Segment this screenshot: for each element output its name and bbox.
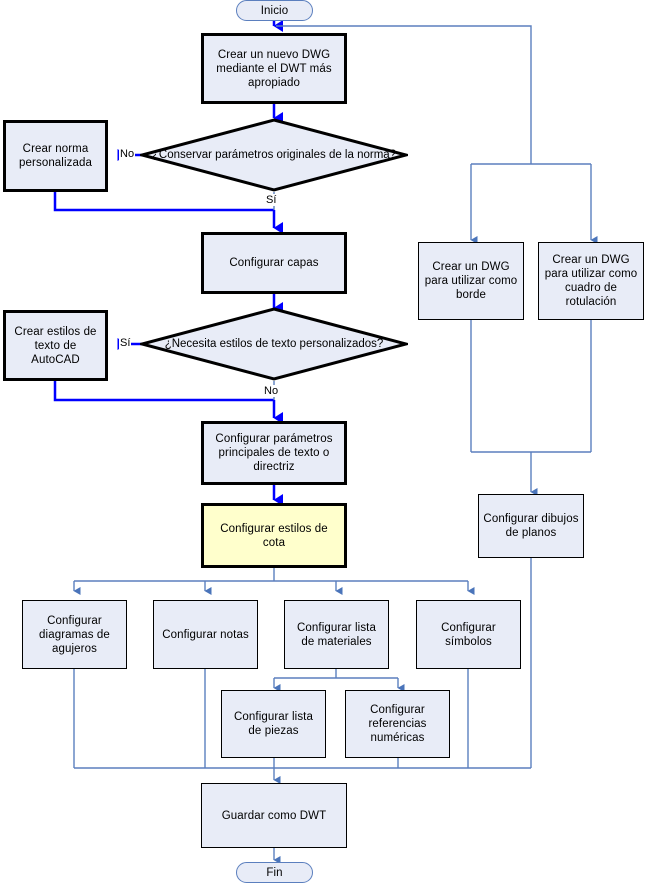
decision-texto-shape: [140, 307, 408, 381]
node-create-dwg[interactable]: Crear un nuevo DWG mediante el DWT más a…: [201, 33, 347, 104]
wire-estilostexto-rejoin: [53, 381, 274, 402]
node-config-lista-piezas[interactable]: Configurar lista de piezas: [221, 690, 326, 758]
node-create-dwg-label: Crear un nuevo DWG mediante el DWT más a…: [216, 48, 332, 89]
node-decision-norma-label: ¿Conservar parámetros originales de la n…: [151, 148, 397, 161]
wire-materiales-fanout: [273, 669, 405, 692]
node-decision-norma[interactable]: ¿Conservar parámetros originales de la n…: [140, 118, 408, 192]
node-config-simbolos[interactable]: Configurar símbolos: [416, 600, 521, 669]
node-config-dibujos-planos-label: Configurar dibujos de planos: [483, 513, 579, 539]
node-decision-texto-label: ¿Necesita estilos de texto personalizado…: [164, 337, 384, 350]
node-config-param-texto-label: Configurar parámetros principales de tex…: [215, 433, 333, 473]
node-config-diagramas[interactable]: Configurar diagramas de agujeros: [22, 600, 127, 669]
node-config-param-texto[interactable]: Configurar parámetros principales de tex…: [201, 421, 347, 485]
wire-cota-fanout: [73, 568, 475, 595]
node-dwg-borde[interactable]: Crear un DWG para utilizar como borde: [418, 242, 524, 320]
decision-norma-shape: [140, 118, 408, 192]
node-configurar-capas-label: Configurar capas: [229, 257, 319, 269]
node-configurar-capas[interactable]: Configurar capas: [201, 232, 347, 294]
node-config-notas[interactable]: Configurar notas: [153, 600, 258, 669]
node-decision-texto[interactable]: ¿Necesita estilos de texto personalizado…: [140, 307, 408, 381]
node-crear-estilos-texto[interactable]: Crear estilos de texto de AutoCAD: [3, 310, 108, 381]
node-config-estilos-cota[interactable]: Configurar estilos de cota: [201, 503, 347, 568]
node-dwg-rotulacion-label: Crear un DWG para utilizar como cuadro d…: [544, 254, 638, 308]
node-dwg-borde-label: Crear un DWG para utilizar como borde: [424, 261, 518, 301]
node-dwg-rotulacion[interactable]: Crear un DWG para utilizar como cuadro d…: [538, 242, 644, 320]
wire-dwgboxes-merge: [470, 320, 592, 496]
edge-label-texto-no: No: [263, 385, 280, 397]
node-end-label: Fin: [266, 866, 283, 879]
node-config-estilos-cota-label: Configurar estilos de cota: [220, 522, 328, 549]
node-config-notas-label: Configurar notas: [162, 628, 249, 641]
node-crear-estilos-texto-label: Crear estilos de texto de AutoCAD: [14, 325, 97, 366]
node-start-label: Inicio: [260, 4, 289, 17]
node-start[interactable]: Inicio: [236, 0, 313, 21]
node-crear-norma-label: Crear norma personalizada: [19, 143, 92, 169]
edge-label-texto-si: Sí: [119, 337, 132, 349]
node-guardar-dwt[interactable]: Guardar como DWT: [201, 783, 347, 848]
node-config-lista-materiales-label: Configurar lista de materiales: [297, 621, 376, 648]
wire-crearnorma-rejoin: [53, 192, 274, 212]
node-end[interactable]: Fin: [236, 862, 313, 883]
node-guardar-dwt-label: Guardar como DWT: [221, 809, 327, 822]
node-config-lista-materiales[interactable]: Configurar lista de materiales: [284, 600, 389, 669]
edge-label-norma-si: Sí: [265, 194, 278, 206]
node-crear-norma[interactable]: Crear norma personalizada: [3, 120, 108, 192]
node-config-simbolos-label: Configurar símbolos: [441, 621, 496, 648]
node-config-dibujos-planos[interactable]: Configurar dibujos de planos: [478, 494, 584, 558]
edge-label-norma-no: No: [119, 148, 136, 160]
node-config-referencias[interactable]: Configurar referencias numéricas: [345, 690, 450, 758]
node-config-diagramas-label: Configurar diagramas de agujeros: [39, 614, 110, 655]
node-config-lista-piezas-label: Configurar lista de piezas: [234, 711, 313, 737]
node-config-referencias-label: Configurar referencias numéricas: [368, 704, 427, 744]
